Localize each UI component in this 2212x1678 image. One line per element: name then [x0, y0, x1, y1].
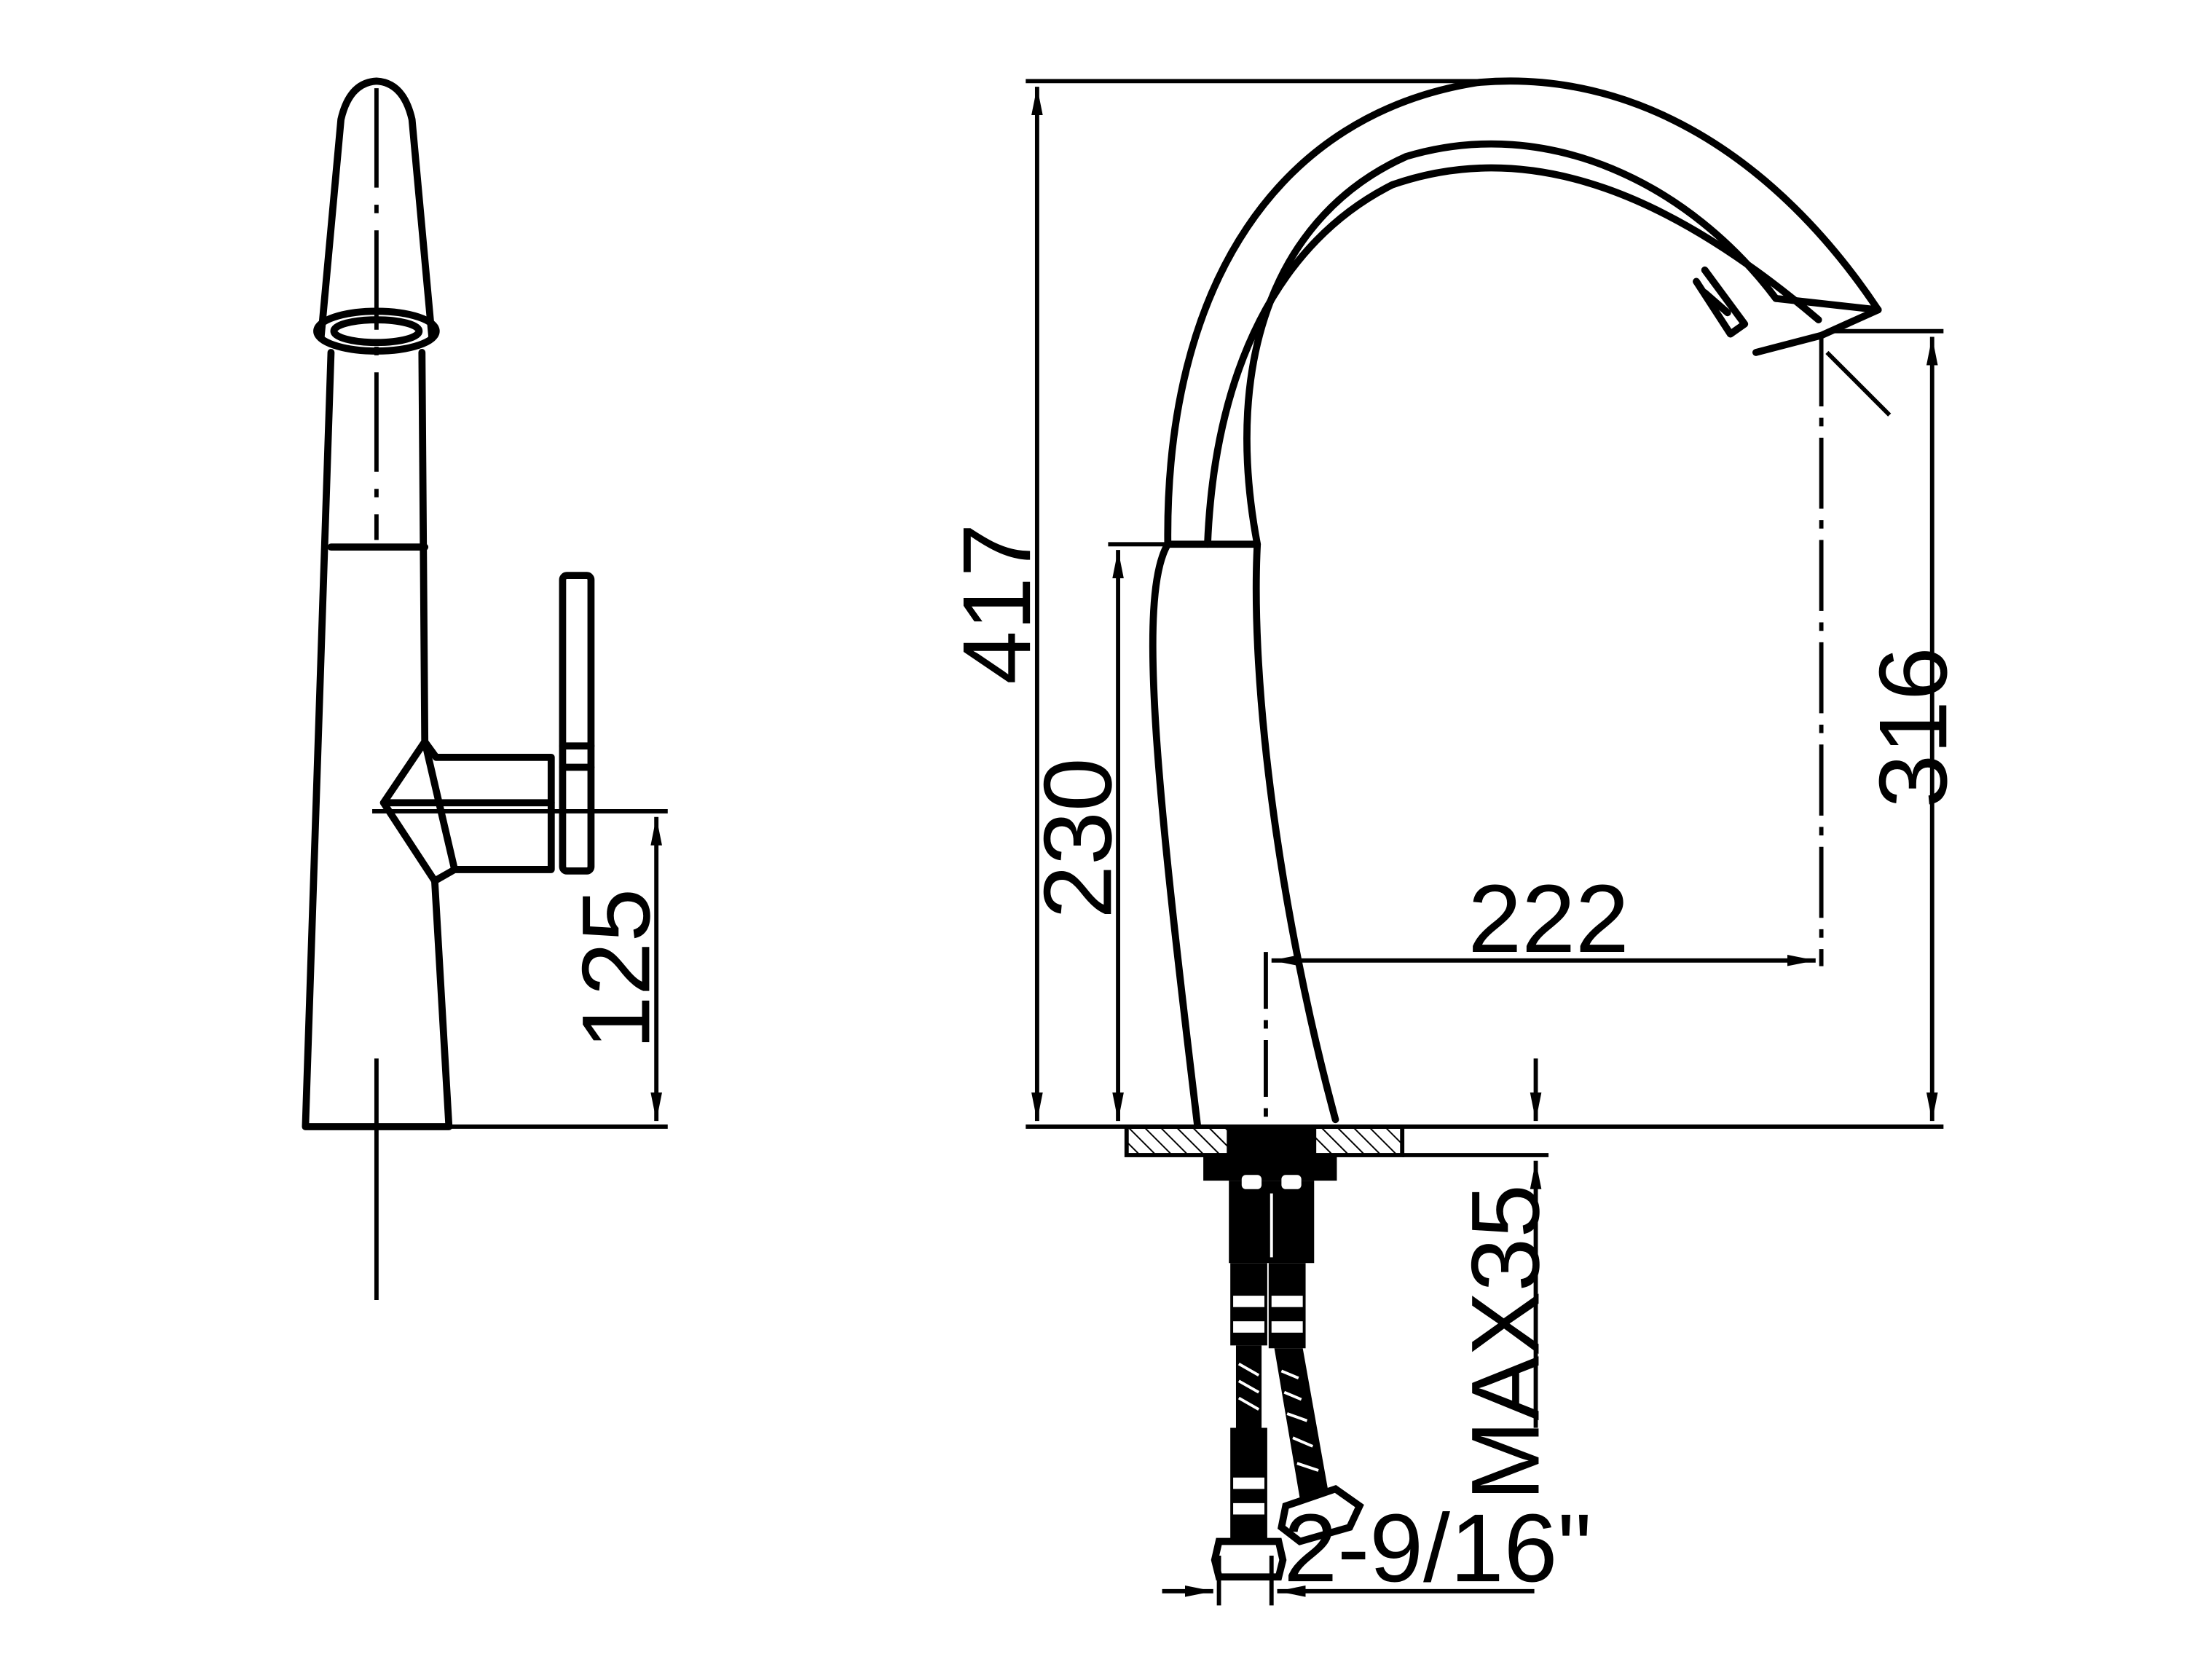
spray-head [317, 77, 436, 341]
hose-left [1211, 1263, 1287, 1581]
dim-label-230: 230 [1024, 757, 1132, 918]
deck-hatch-left [1124, 1124, 1232, 1157]
dim-label-316: 316 [1859, 647, 1967, 808]
spout-outer [1149, 77, 1882, 1130]
mounting-nut [1203, 1154, 1337, 1181]
dim-label-222: 222 [1468, 865, 1629, 973]
spout-inner [1243, 140, 1780, 1124]
handle-connector [379, 738, 555, 885]
lever-handle [559, 572, 595, 875]
dim-label-max35: MAX35 [1452, 1184, 1559, 1501]
dim-label-417: 417 [943, 524, 1051, 685]
deck-hatch-right [1312, 1124, 1405, 1157]
dim-label-hose: 2-9/16" [1283, 1494, 1591, 1602]
hose-right [1268, 1263, 1364, 1545]
side-view: 125 [302, 77, 670, 1300]
dim-label-125: 125 [562, 889, 670, 1049]
front-view: 417 230 316 222 MAX35 2-9/16" [943, 77, 1967, 1606]
